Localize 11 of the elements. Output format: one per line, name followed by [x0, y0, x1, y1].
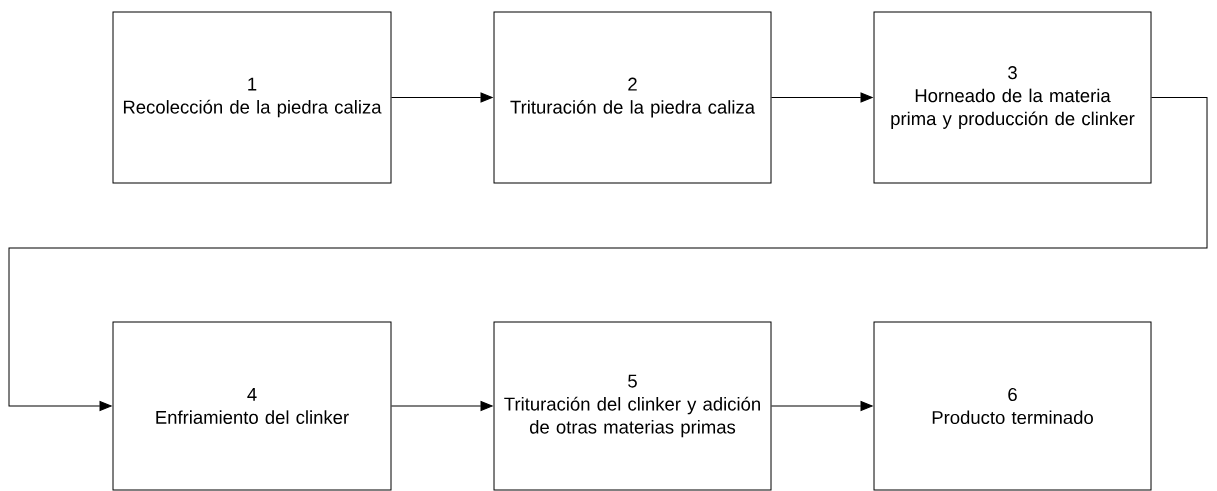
- process-box: 3 Horneado de la materia prima y producción de clinker: [873, 11, 1152, 184]
- arrow: [391, 401, 493, 411]
- process-box: 4 Enfriamiento del clinker: [112, 321, 392, 491]
- process-box: 6 Producto terminado: [873, 321, 1152, 491]
- process-box: 2 Trituración de la piedra caliza: [493, 11, 772, 184]
- arrow: [771, 92, 873, 103]
- arrow: [771, 401, 873, 411]
- arrow: [391, 92, 493, 103]
- process-box: 5 Trituración del clinker y adición de otras materias primas: [493, 321, 772, 491]
- process-box: 1 Recolección de la piedra caliza: [112, 11, 392, 184]
- arrow: [8, 97, 1208, 411]
